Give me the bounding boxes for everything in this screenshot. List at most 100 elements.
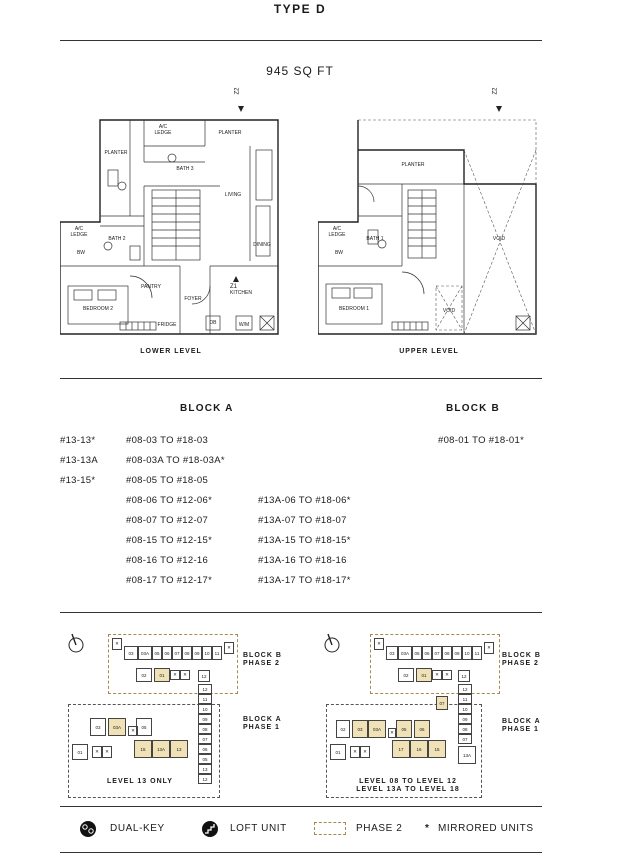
unit-cell: 08 [198,724,212,734]
dual-key-icon [78,820,98,838]
unit-cell: 07 [458,734,472,744]
dual-key-marker-icon: ✕ [112,638,122,650]
unit-cell: 03 [90,718,106,736]
dual-key-marker-icon: ✕ [128,726,138,736]
unit-range: #13A-06 TO #18-06* [258,495,351,506]
unit-cell: 09 [198,714,212,724]
unit-cell: 07 [198,734,212,744]
room-bw: BW [76,250,86,256]
unit-cell: 11 [458,694,472,704]
level-label: LEVEL 08 TO LEVEL 12 LEVEL 13A TO LEVEL … [356,778,460,793]
room-void-large: VOID [492,236,506,242]
room-planter-top: PLANTER [218,130,242,136]
room-dining: DINING [253,242,271,248]
unit-cell: 05 [136,718,152,736]
room-ac-ledge-top: A/C LEDGE [154,124,172,136]
block-b-heading: BLOCK B [446,403,500,414]
unit-cell: 13A [458,746,476,764]
room-bw: BW [334,250,344,256]
unit-cell: 13 [198,764,212,774]
room-planter-left: PLANTER [104,150,128,156]
unit-range: #13A-17 TO #18-17* [258,575,351,586]
room-ac-ledge-left: A/C LEDGE [70,226,88,238]
room-bath-1: BATH 1 [366,236,384,242]
unit-cell: 01 [154,668,170,682]
unit-cell: 12 [198,670,210,682]
unit-range: #13A-07 TO #18-07 [258,515,347,526]
legend-loft-unit: LOFT UNIT [230,823,287,834]
unit-cell: 12 [198,684,212,694]
section-marker-z2-lower: Z2 [234,87,241,95]
unit-cell: 07 [436,696,448,710]
unit-cell: 13A [152,740,170,758]
room-bedroom-1: BEDROOM 1 [338,306,369,312]
site-plan-level-13: ✕ 03 03A 05 06 07 08 09 10 11 ✕ 02 01 ✕ … [60,628,300,798]
divider [60,806,542,807]
legend-mirrored-units: MIRRORED UNITS [438,823,534,834]
block-a-heading: BLOCK A [180,403,234,414]
unit-cell: 13 [170,740,188,758]
block-b-phase-label: BLOCK B PHASE 2 [243,652,282,667]
site-plan-levels-08-18: ✕ 03 03A 05 06 07 08 09 10 11 ✕ 02 01 ✕ … [318,628,544,798]
upper-level-floor-plan: Z2 PLANTER A/C LEDGE BATH 1 VOID BW BEDR… [318,86,540,348]
block-a-column-3: #13A-06 TO #18-06* #13A-07 TO #18-07 #13… [258,495,351,595]
level-label: LEVEL 13 ONLY [107,778,173,785]
unit-cell: 07 [432,646,442,660]
page-title: TYPE D [273,2,327,16]
block-b-phase-label: BLOCK B PHASE 2 [502,652,541,667]
room-void-small: VOID [442,308,456,314]
block-a-boundary [68,704,220,798]
unit-cell: 03A [398,646,412,660]
unit-cell: 09 [452,646,462,660]
unit-cell: 15 [134,740,152,758]
dual-key-marker-icon: ✕ [432,670,442,680]
unit-cell: 06 [198,744,212,754]
upper-level-label: UPPER LEVEL [399,348,459,355]
unit-cell: 05 [396,720,412,738]
room-bedroom-2: BEDROOM 2 [82,306,113,312]
block-a-column-1: #13-13* #13-13A #13-15* [60,435,98,495]
unit-cell: 02 [398,668,414,682]
unit-range: #08-01 TO #18-01* [438,435,525,446]
unit-cell: 15 [428,740,446,758]
unit-range: #08-17 TO #12-17* [126,575,213,586]
unit-range: #13A-16 TO #18-16 [258,555,347,566]
unit-range: #13-15* [60,475,96,486]
unit-cell: 16 [410,740,428,758]
upper-level-plan-drawing [318,106,537,335]
block-a-phase-label: BLOCK A PHASE 1 [243,716,282,731]
unit-cell: 03 [124,646,138,660]
phase-2-swatch [314,822,346,835]
room-wm: W/M [238,322,250,328]
unit-cell: 10 [462,646,472,660]
unit-cell: 06 [422,646,432,660]
unit-cell: 09 [192,646,202,660]
dual-key-marker-icon: ✕ [388,728,396,738]
unit-cell: 09 [458,714,472,724]
unit-range: #08-15 TO #12-15* [126,535,213,546]
room-bath-3: BATH 3 [176,166,194,172]
divider [60,612,542,613]
mirrored-asterisk-icon: * [425,823,430,834]
lower-level-floor-plan: Z2 Z1 A/C LEDGE PLANTER PLANTER BATH 3 L… [60,86,282,348]
north-compass-icon [68,633,84,653]
phase-2-boundary [108,634,238,694]
unit-range: #13A-15 TO #18-15* [258,535,351,546]
dual-key-marker-icon: ✕ [92,746,102,758]
unit-cell: 11 [472,646,482,660]
unit-cell: 01 [72,744,88,760]
unit-cell: 11 [198,694,212,704]
unit-cell: 03A [368,720,386,738]
block-b-column: #08-01 TO #18-01* [438,435,524,455]
unit-cell: 12 [458,684,472,694]
room-living: LIVING [224,192,242,198]
block-a-boundary [326,704,482,798]
unit-range: #08-07 TO #12-07 [126,515,209,526]
dual-key-marker-icon: ✕ [224,642,234,654]
unit-cell: 08 [458,724,472,734]
unit-cell: 03A [108,718,126,736]
unit-cell: 05 [198,754,212,764]
legend-phase-2: PHASE 2 [356,823,403,834]
unit-range: #08-06 TO #12-06* [126,495,213,506]
divider [60,852,542,853]
